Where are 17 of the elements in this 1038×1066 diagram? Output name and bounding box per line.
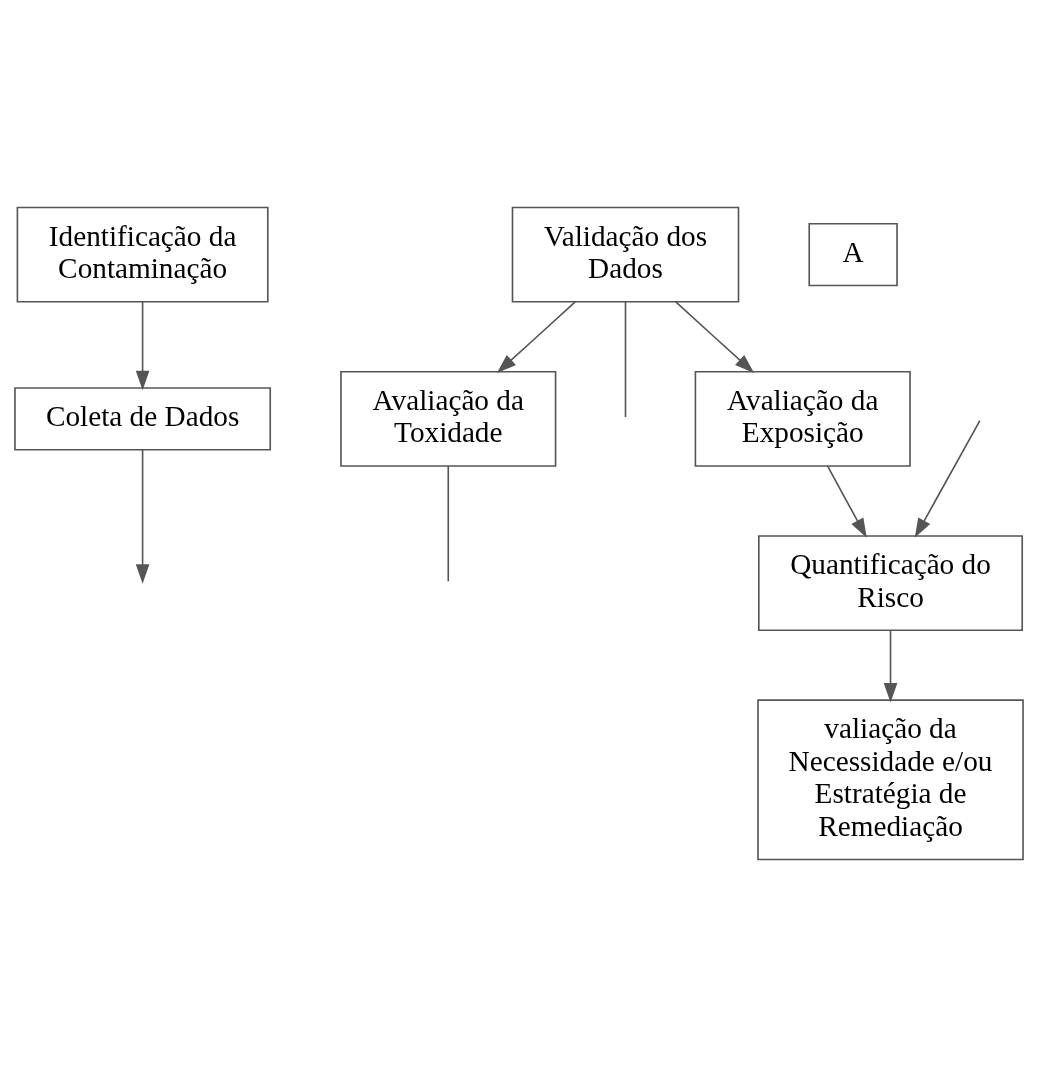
arrow (496, 300, 576, 373)
node-box: Identificação da Contaminação (16, 206, 269, 303)
node-box: Avaliação da Exposição (694, 370, 911, 467)
arrow (675, 300, 755, 373)
node-box: Quantificação do Risco (758, 534, 1024, 631)
arrow (135, 300, 150, 390)
node-box: Validação dos Dados (511, 206, 740, 303)
node-box: valiação da Necessidade e/ou Estratégia de Remediação (757, 698, 1024, 860)
connector (624, 300, 627, 418)
connector (447, 464, 450, 582)
node-box: Coleta de Dados (14, 386, 272, 451)
node-box: A (808, 222, 898, 286)
arrow (914, 419, 981, 538)
node-box: Avaliação da Toxidade (340, 370, 557, 467)
arrow (135, 448, 150, 584)
arrow (883, 629, 898, 703)
arrow (826, 464, 867, 538)
